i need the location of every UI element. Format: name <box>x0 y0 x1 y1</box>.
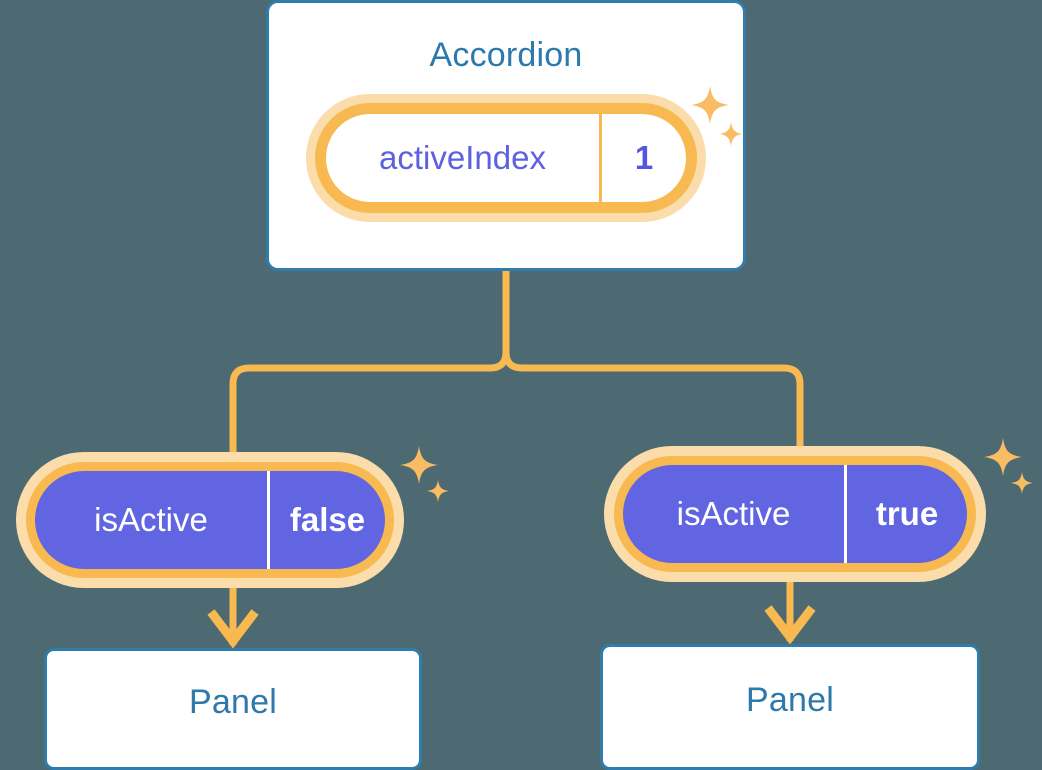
state-pill-key: isActive <box>623 465 847 563</box>
state-pill-key: activeIndex <box>326 114 602 202</box>
state-pill-activeindex[interactable]: activeIndex 1 <box>306 94 706 222</box>
state-pill-isactive-left[interactable]: isActive false <box>16 452 404 588</box>
state-pill-key: isActive <box>35 471 270 569</box>
panel-title: Panel <box>746 681 834 719</box>
panel-component-card-right[interactable]: Panel <box>600 644 980 770</box>
state-pill-value: true <box>875 495 939 532</box>
connector-trunk <box>502 271 804 452</box>
arrow-down-icon-left <box>207 609 259 649</box>
state-pill-body: activeIndex 1 <box>326 114 686 202</box>
state-pill-isactive-right[interactable]: isActive true <box>604 446 986 582</box>
panel-component-card-left[interactable]: Panel <box>44 648 422 770</box>
connector-branch-left <box>229 351 510 460</box>
state-pill-value: false <box>289 501 366 538</box>
state-pill-value: 1 <box>634 139 654 176</box>
arrow-down-icon-right <box>764 605 816 645</box>
accordion-title: Accordion <box>429 36 583 74</box>
panel-title: Panel <box>189 683 277 721</box>
state-pill-body: isActive true <box>623 465 967 563</box>
state-pill-body: isActive false <box>35 471 385 569</box>
